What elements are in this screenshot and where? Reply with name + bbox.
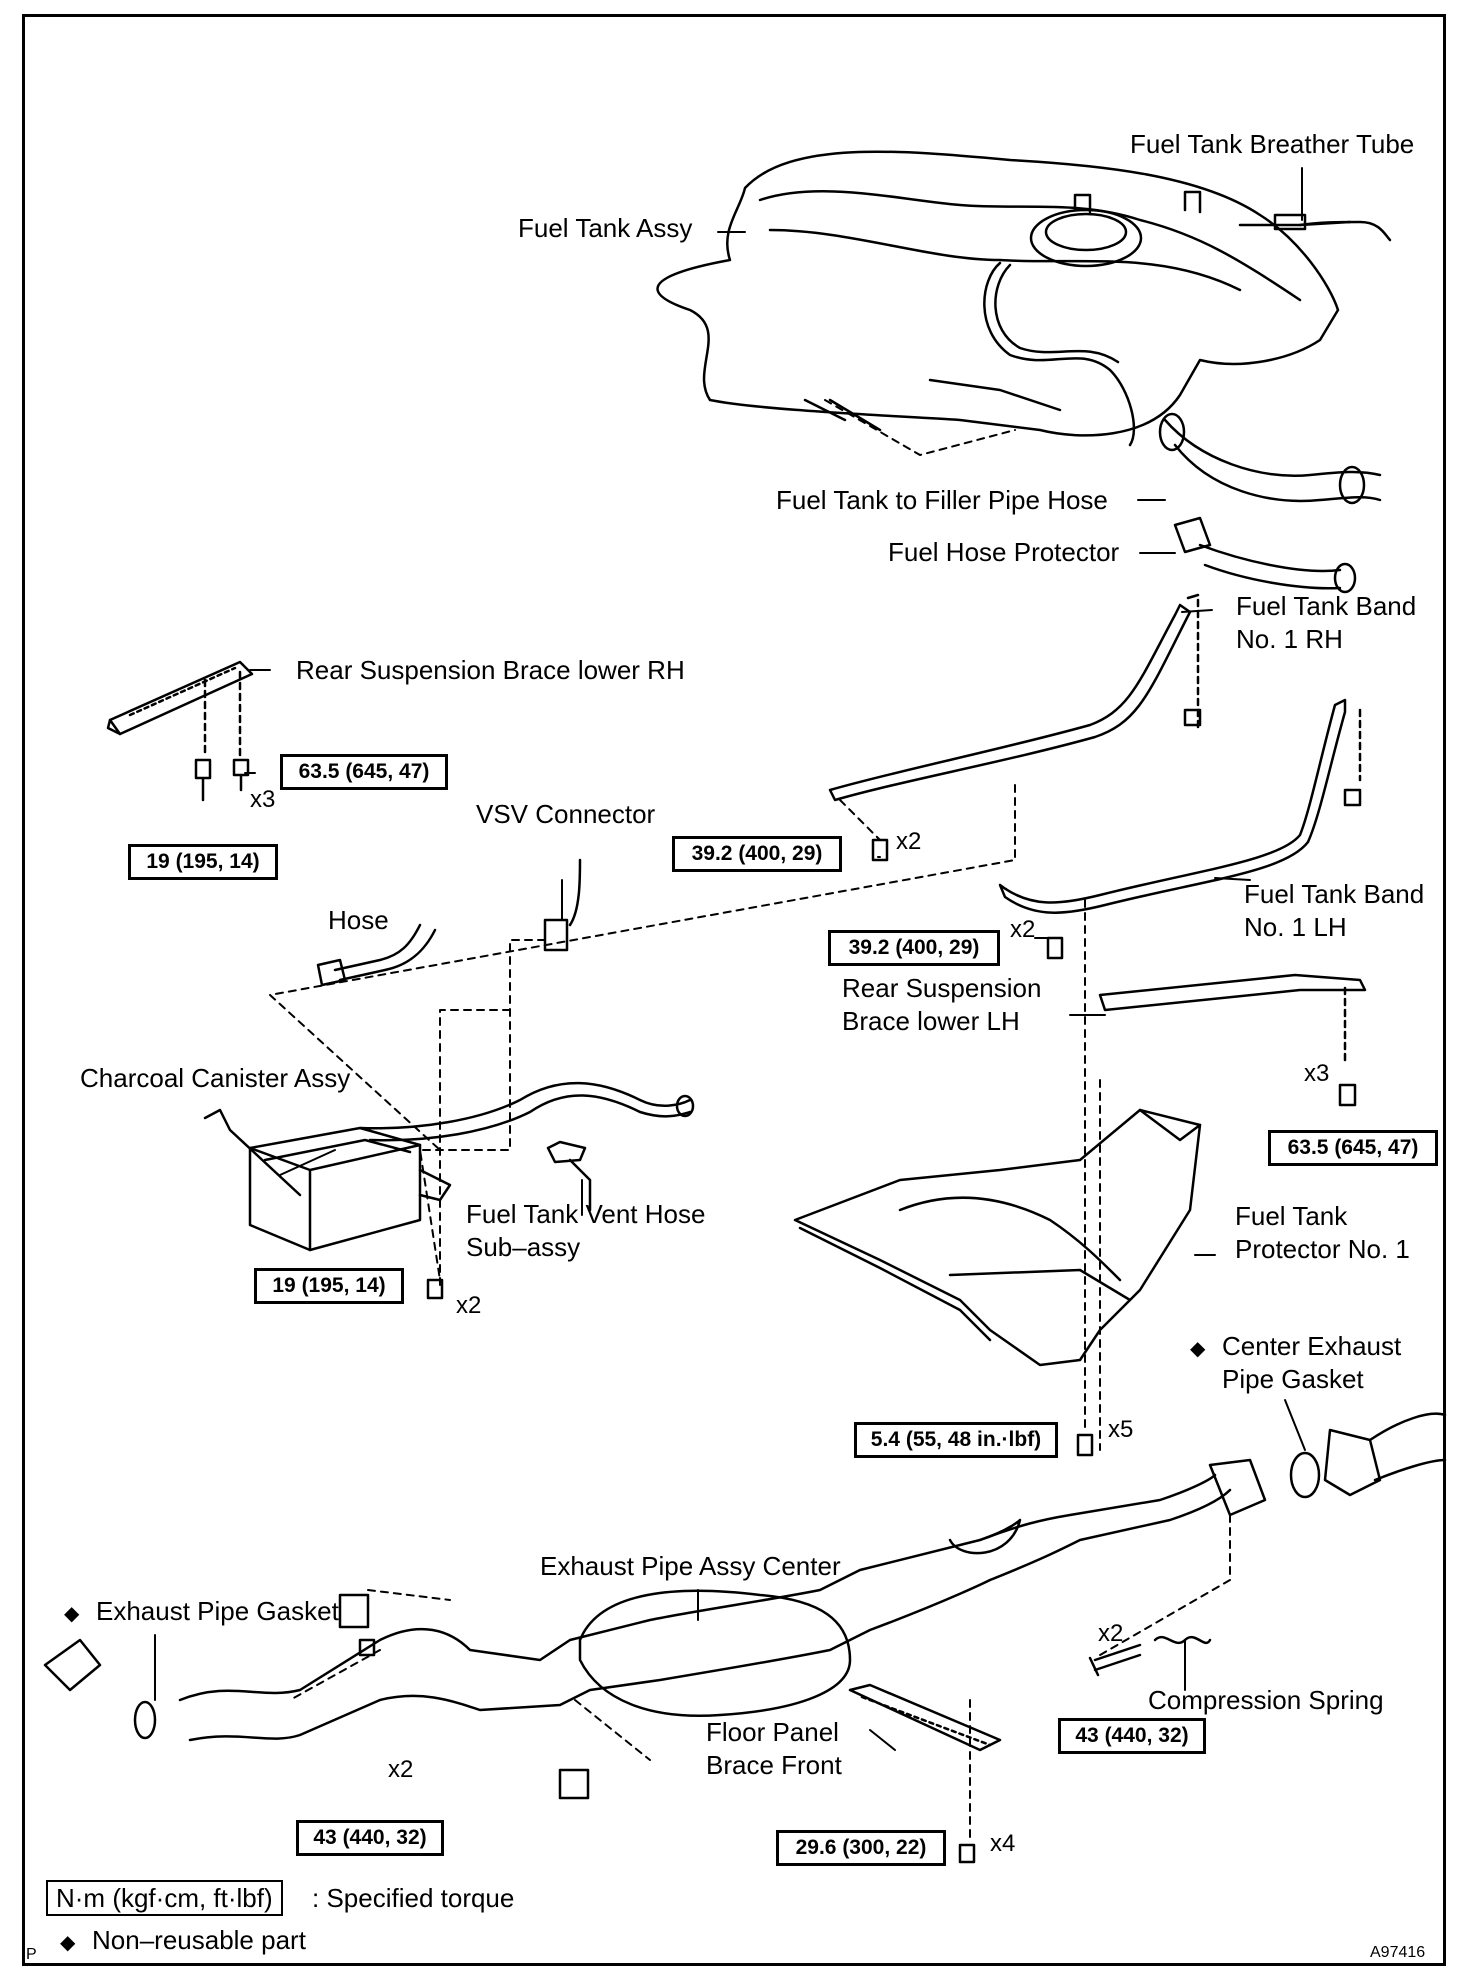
- mult-x5: x5: [1108, 1416, 1134, 1443]
- rear-suspension-brace-rh-drawing: [106, 660, 254, 762]
- legend-non-reusable: Non–reusable part: [92, 1925, 306, 1955]
- label-center-exhaust-gasket-diamond: ◆: [1190, 1338, 1206, 1360]
- label-exhaust-pipe-center: Exhaust Pipe Assy Center: [540, 1551, 841, 1581]
- figure-id: A97416: [1370, 1944, 1426, 1961]
- legend-diamond: ◆: [60, 1932, 76, 1954]
- label-fuel-tank-breather-tube: Fuel Tank Breather Tube: [1130, 129, 1415, 159]
- label-center-exhaust-gasket: Center Exhaust Pipe Gasket: [1222, 1331, 1402, 1394]
- bolts-drawing: [194, 708, 1362, 1864]
- label-fuel-tank-band-rh: Fuel Tank Band No. 1 RH: [1236, 591, 1417, 654]
- label-fuel-hose-protector: Fuel Hose Protector: [888, 537, 1120, 567]
- mult-x2-e: x2: [388, 1756, 414, 1783]
- leader-lines: [269, 399, 1231, 1841]
- torque-box-39-2-b: 39.2 (400, 29): [828, 930, 1000, 966]
- label-compression-spring: Compression Spring: [1148, 1685, 1384, 1715]
- exhaust-pipe-drawing: [43, 1412, 1447, 1800]
- mult-x4: x4: [990, 1830, 1016, 1857]
- fuel-tank-protector-drawing: [793, 1108, 1202, 1367]
- page-mark: P: [26, 1946, 37, 1963]
- label-rear-suspension-brace-lh: Rear Suspension Brace lower LH: [842, 973, 1042, 1036]
- diagram-frame: [22, 14, 1446, 1966]
- legend-torque-desc: : Specified torque: [312, 1883, 515, 1913]
- label-charcoal-canister: Charcoal Canister Assy: [80, 1063, 351, 1093]
- legend-torque-unit: N·m (kgf·cm, ft·lbf): [46, 1880, 283, 1916]
- vsv-connector-drawing: [316, 858, 582, 987]
- rear-suspension-brace-lh-drawing: [1098, 973, 1367, 1067]
- mult-x2-a: x2: [896, 828, 922, 855]
- mult-x2-d: x2: [1098, 1620, 1124, 1647]
- fuel-tank-band-rh-drawing: [828, 593, 1200, 802]
- label-fuel-tank-band-lh: Fuel Tank Band No. 1 LH: [1244, 879, 1425, 942]
- torque-box-29-6: 29.6 (300, 22): [776, 1830, 946, 1866]
- label-exhaust-pipe-gasket: Exhaust Pipe Gasket: [96, 1596, 339, 1626]
- charcoal-canister-drawing: [203, 1081, 695, 1252]
- label-fuel-tank-protector: Fuel Tank Protector No. 1: [1235, 1201, 1410, 1264]
- mult-x3-b: x3: [1304, 1060, 1330, 1087]
- torque-box-63-5-a: 63.5 (645, 47): [280, 754, 448, 790]
- label-leaders: [154, 167, 1306, 1751]
- mult-x2-c: x2: [456, 1292, 482, 1319]
- torque-box-19-a: 19 (195, 14): [128, 844, 278, 880]
- mult-x2-b: x2: [1010, 916, 1036, 943]
- torque-box-63-5-b: 63.5 (645, 47): [1268, 1130, 1438, 1166]
- label-fuel-tank-to-filler-pipe-hose: Fuel Tank to Filler Pipe Hose: [776, 485, 1108, 515]
- label-fuel-tank-assy: Fuel Tank Assy: [518, 213, 693, 243]
- torque-box-19-b: 19 (195, 14): [254, 1268, 404, 1304]
- torque-box-43-a: 43 (440, 32): [1058, 1718, 1206, 1754]
- label-exhaust-pipe-gasket-diamond: ◆: [64, 1603, 80, 1625]
- label-rear-suspension-brace-rh: Rear Suspension Brace lower RH: [296, 655, 685, 685]
- torque-box-5-4: 5.4 (55, 48 in.·lbf): [854, 1422, 1058, 1458]
- label-vsv-connector: VSV Connector: [476, 799, 656, 829]
- label-hose: Hose: [328, 905, 389, 935]
- fuel-tank-drawing: [656, 150, 1392, 447]
- torque-box-39-2-a: 39.2 (400, 29): [672, 836, 842, 872]
- torque-box-43-b: 43 (440, 32): [296, 1820, 444, 1856]
- mult-x3-a: x3: [250, 786, 276, 813]
- filler-hose-drawing: [1158, 412, 1382, 594]
- fuel-tank-band-lh-drawing: [998, 698, 1362, 914]
- label-vent-hose: Fuel Tank Vent Hose Sub–assy: [466, 1199, 706, 1262]
- label-floor-panel-brace: Floor Panel Brace Front: [706, 1717, 842, 1780]
